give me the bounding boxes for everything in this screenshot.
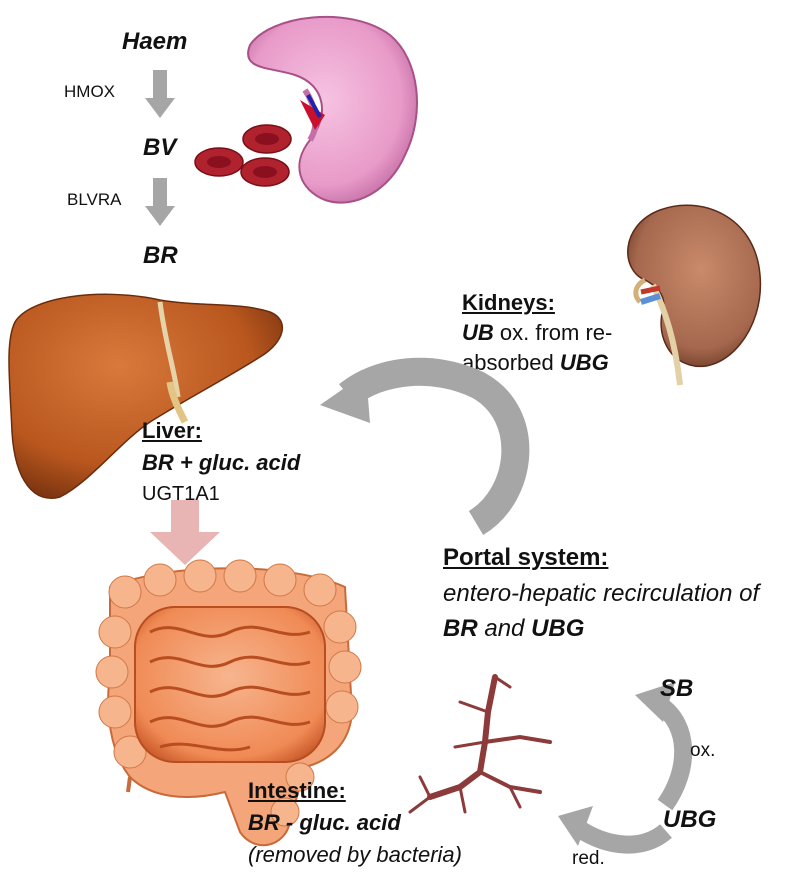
ub-term: UB bbox=[462, 320, 494, 345]
intestine-title: Intestine: bbox=[248, 778, 346, 803]
kidneys-line1-rest: ox. from re- bbox=[494, 320, 613, 345]
sb-label: SB bbox=[660, 675, 693, 703]
ubg-label: UBG bbox=[663, 806, 716, 834]
ox-label: ox. bbox=[690, 740, 715, 762]
br-term: BR bbox=[443, 615, 478, 642]
br-label: BR bbox=[143, 242, 178, 270]
ubg-term: UBG bbox=[531, 615, 584, 642]
blvra-label: BLVRA bbox=[67, 190, 122, 210]
haem-label: Haem bbox=[122, 28, 187, 56]
intestine-line1: BR - gluc. acid bbox=[248, 810, 401, 835]
recirculation-arrow-icon bbox=[318, 355, 548, 535]
bv-label: BV bbox=[143, 134, 176, 162]
liver-illustration bbox=[0, 282, 300, 512]
blood-vessel-illustration bbox=[400, 672, 570, 822]
kidneys-line1: UB ox. from re- bbox=[462, 320, 612, 345]
arrow-down-icon bbox=[145, 70, 175, 120]
arrow-down-icon bbox=[150, 500, 220, 570]
hmox-label: HMOX bbox=[64, 82, 115, 102]
portal-line2: BR and UBG bbox=[443, 615, 584, 643]
red-label: red. bbox=[572, 848, 605, 870]
liver-title: Liver: bbox=[142, 418, 202, 443]
portal-title: Portal system: bbox=[443, 544, 608, 572]
portal-line2-mid: and bbox=[478, 615, 531, 642]
portal-line1: entero-hepatic recirculation of bbox=[443, 580, 759, 608]
kidneys-title: Kidneys: bbox=[462, 290, 555, 315]
arrow-down-icon bbox=[145, 178, 175, 228]
ubg-term: UBG bbox=[560, 350, 609, 375]
red-blood-cells bbox=[195, 122, 295, 192]
liver-line1: BR + gluc. acid bbox=[142, 450, 300, 475]
intestine-line2: (removed by bacteria) bbox=[248, 842, 462, 867]
kidney-illustration bbox=[605, 200, 775, 390]
